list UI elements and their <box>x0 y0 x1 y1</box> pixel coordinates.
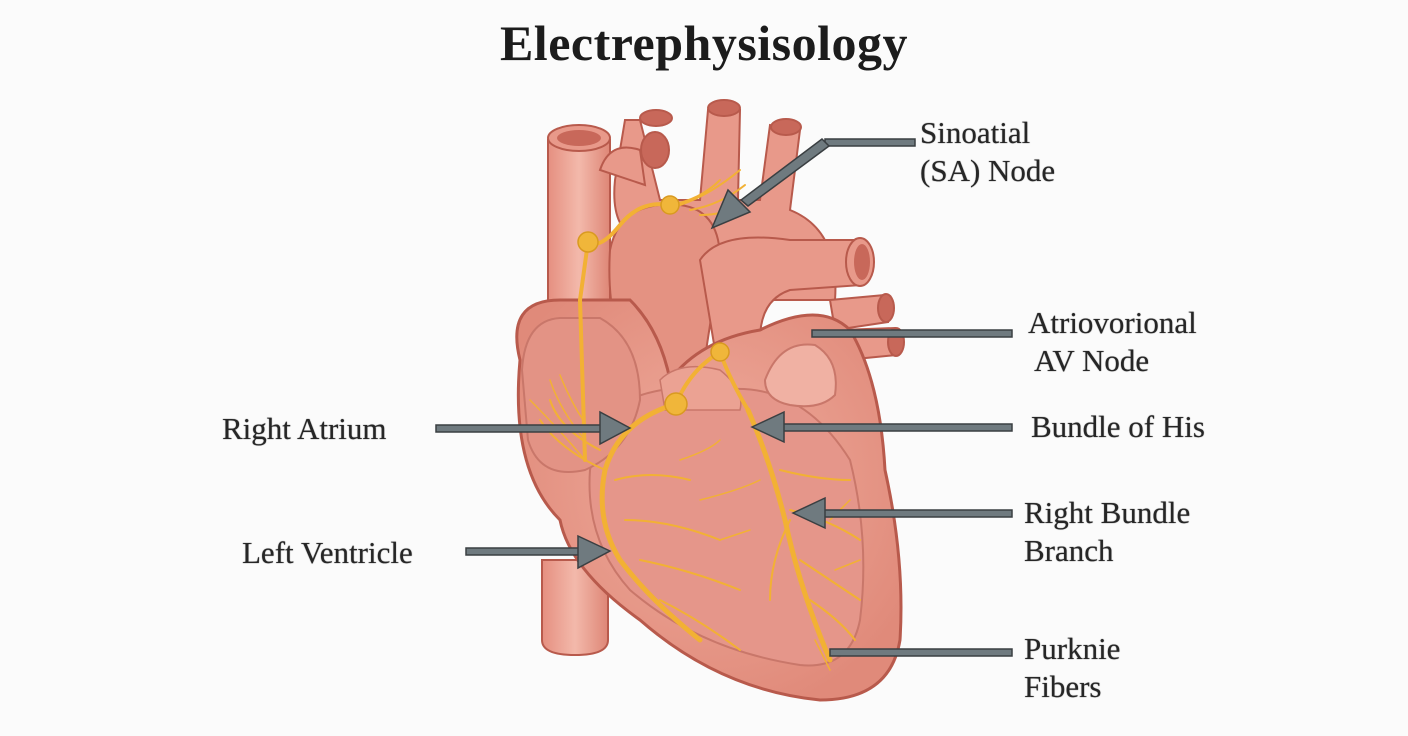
label-bundle-of-his-line1: Bundle of His <box>1031 409 1205 444</box>
inferior-vena-cava <box>541 559 609 657</box>
label-purkinje-fibers: Purknie Fibers <box>1024 630 1120 706</box>
av-node-dot <box>710 342 730 362</box>
sa-node-dot-2 <box>660 195 680 215</box>
label-sa-node-line1: Sinoatial <box>920 115 1031 150</box>
pointer-arrows <box>435 138 1013 657</box>
label-sa-node-line2: (SA) Node <box>920 153 1056 188</box>
left-ventricle-arrow <box>465 534 612 570</box>
diagram-title: Electrephysisology <box>499 15 909 71</box>
right-atrium-arrow <box>435 410 632 446</box>
label-av-node: Atriovorional AV Node <box>1028 304 1197 380</box>
sa-node-dot <box>577 231 599 253</box>
label-purkinje-fibers-line2: Fibers <box>1024 669 1102 704</box>
label-right-bundle-branch-line1: Right Bundle <box>1024 495 1191 530</box>
label-right-bundle-branch-line2: Branch <box>1024 533 1114 568</box>
label-bundle-of-his: Bundle of His <box>1031 408 1205 446</box>
label-av-node-line2: AV Node <box>1034 343 1150 378</box>
label-right-atrium: Right Atrium <box>222 410 387 448</box>
purkinje-leader <box>829 648 1013 657</box>
label-right-atrium-line1: Right Atrium <box>222 411 387 446</box>
bundle-of-his-arrow <box>750 410 1013 444</box>
label-sa-node: Sinoatial (SA) Node <box>920 114 1055 190</box>
label-av-node-line1: Atriovorional <box>1028 305 1197 340</box>
av-node-leader <box>811 329 1013 338</box>
right-bundle-branch-arrow <box>791 496 1013 530</box>
bundle-node-dot <box>664 392 688 416</box>
sa-node-arrow <box>710 138 916 230</box>
label-left-ventricle-line1: Left Ventricle <box>242 535 413 570</box>
label-right-bundle-branch: Right Bundle Branch <box>1024 494 1190 570</box>
label-left-ventricle: Left Ventricle <box>242 534 413 572</box>
label-purkinje-fibers-line1: Purknie <box>1024 631 1121 666</box>
